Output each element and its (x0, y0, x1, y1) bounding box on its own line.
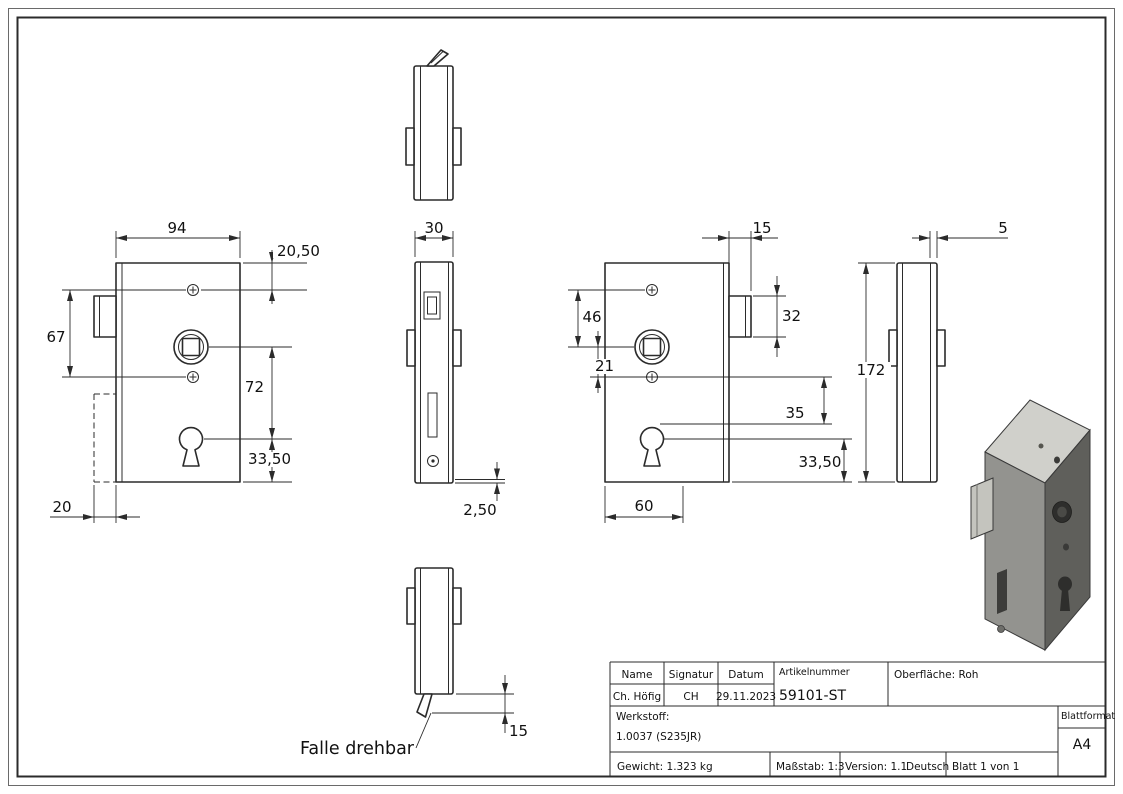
dim-text-46: 46 (582, 308, 601, 326)
keyhole-right (639, 426, 665, 467)
slot-side (427, 392, 438, 438)
dim-text-21: 21 (595, 357, 614, 375)
dim-172: 172 (851, 262, 895, 483)
header-blattformat: Blattformat (1061, 711, 1115, 722)
keyhole-left (178, 426, 204, 467)
dim-60: 60 (604, 486, 684, 523)
slot-3d (997, 569, 1007, 614)
view-3d (970, 399, 1091, 652)
latch-top-view (426, 49, 449, 67)
dim-text-67: 67 (46, 328, 65, 346)
value-artikelnummer: 59101-ST (779, 688, 846, 704)
dim-text-250: 2,50 (463, 501, 496, 519)
view-front-left (93, 262, 241, 483)
dim-72: 72 (204, 346, 292, 440)
value-version: Version: 1.1 (845, 761, 907, 773)
value-datum: 29.11.2023 (716, 691, 776, 703)
dim-text-2050: 20,50 (277, 242, 320, 260)
sheet-frame (8, 8, 1115, 786)
dim-text-30: 30 (424, 219, 443, 237)
dim-3350-left: 33,50 (242, 439, 294, 483)
dim-text-35: 35 (785, 404, 804, 422)
latch-front-right (728, 295, 752, 338)
header-artikelnummer: Artikelnummer (779, 667, 850, 678)
value-massstab: Maßstab: 1:3 (776, 761, 845, 773)
screw-3d-left (997, 625, 1005, 633)
dim-text-60: 60 (634, 497, 653, 515)
screw-3d-front-mid (1063, 543, 1069, 551)
value-oberflaeche: Oberfläche: Roh (894, 669, 978, 681)
screw-top-right (646, 284, 658, 296)
dim-250: 2,50 (455, 462, 505, 519)
latch-front-left (93, 295, 117, 338)
title-block: Name Signatur Datum Ch. Höfig CH 29.11.2… (609, 661, 1115, 777)
dim-46: 46 (568, 289, 645, 348)
dim-3350-right: 33,50 (664, 438, 852, 483)
dim-text-20: 20 (52, 498, 71, 516)
value-blattformat: A4 (1073, 737, 1092, 753)
latch-3d (970, 477, 994, 540)
spindle-hole-left (173, 329, 209, 365)
dim-width-94: 94 (115, 219, 241, 258)
dim-2050: 20,50 (201, 242, 320, 304)
dim-5: 5 (912, 219, 1008, 258)
view-front-right (604, 262, 752, 483)
dim-21: 21 (590, 331, 832, 393)
header-name: Name (622, 669, 653, 681)
dim-35: 35 (660, 377, 832, 425)
dim-15-bottom: 15 (432, 675, 528, 740)
view-bottom (406, 567, 462, 718)
latch-bottom-view (416, 693, 433, 718)
note-text-falle-drehbar: Falle drehbar (300, 739, 415, 759)
screw-bottom-left (187, 371, 199, 383)
note-falle-drehbar: Falle drehbar (300, 712, 432, 759)
value-blatt: Blatt 1 von 1 (952, 761, 1019, 773)
dim-text-5: 5 (998, 219, 1008, 237)
screw-3d-top (1038, 443, 1044, 449)
dim-text-3350-left: 33,50 (248, 450, 291, 468)
header-datum: Datum (728, 669, 764, 681)
dim-text-172: 172 (857, 361, 886, 379)
dim-67: 67 (46, 289, 186, 378)
value-gewicht: Gewicht: 1.323 kg (617, 761, 713, 773)
dim-32: 32 (753, 276, 801, 357)
dim-text-32: 32 (782, 307, 801, 325)
value-sprache: Deutsch (906, 761, 949, 773)
dim-15-right: 15 (702, 219, 778, 291)
value-signatur: CH (683, 691, 698, 703)
keyhole-3d (1058, 576, 1072, 611)
view-side-middle (406, 261, 462, 484)
dim-20: 20 (50, 485, 140, 523)
header-werkstoff: Werkstoff: (616, 711, 669, 723)
dimensions: 94 20,50 67 72 (46, 219, 1008, 759)
value-name: Ch. Höfig (613, 691, 661, 703)
dim-text-15-right: 15 (752, 219, 771, 237)
value-werkstoff: 1.0037 (S235JR) (616, 731, 701, 743)
spindle-hole-right (634, 329, 670, 365)
dim-text-72: 72 (245, 378, 264, 396)
dim-30: 30 (414, 219, 454, 257)
dim-text-3350-right: 33,50 (799, 453, 842, 471)
dim-text-15-bottom: 15 (509, 722, 528, 740)
screw-top-left (187, 284, 199, 296)
header-signatur: Signatur (669, 669, 714, 681)
screw-3d-front-top (1054, 456, 1060, 464)
dim-text-94: 94 (167, 219, 186, 237)
view-side-right (888, 262, 946, 483)
view-top (405, 49, 462, 201)
